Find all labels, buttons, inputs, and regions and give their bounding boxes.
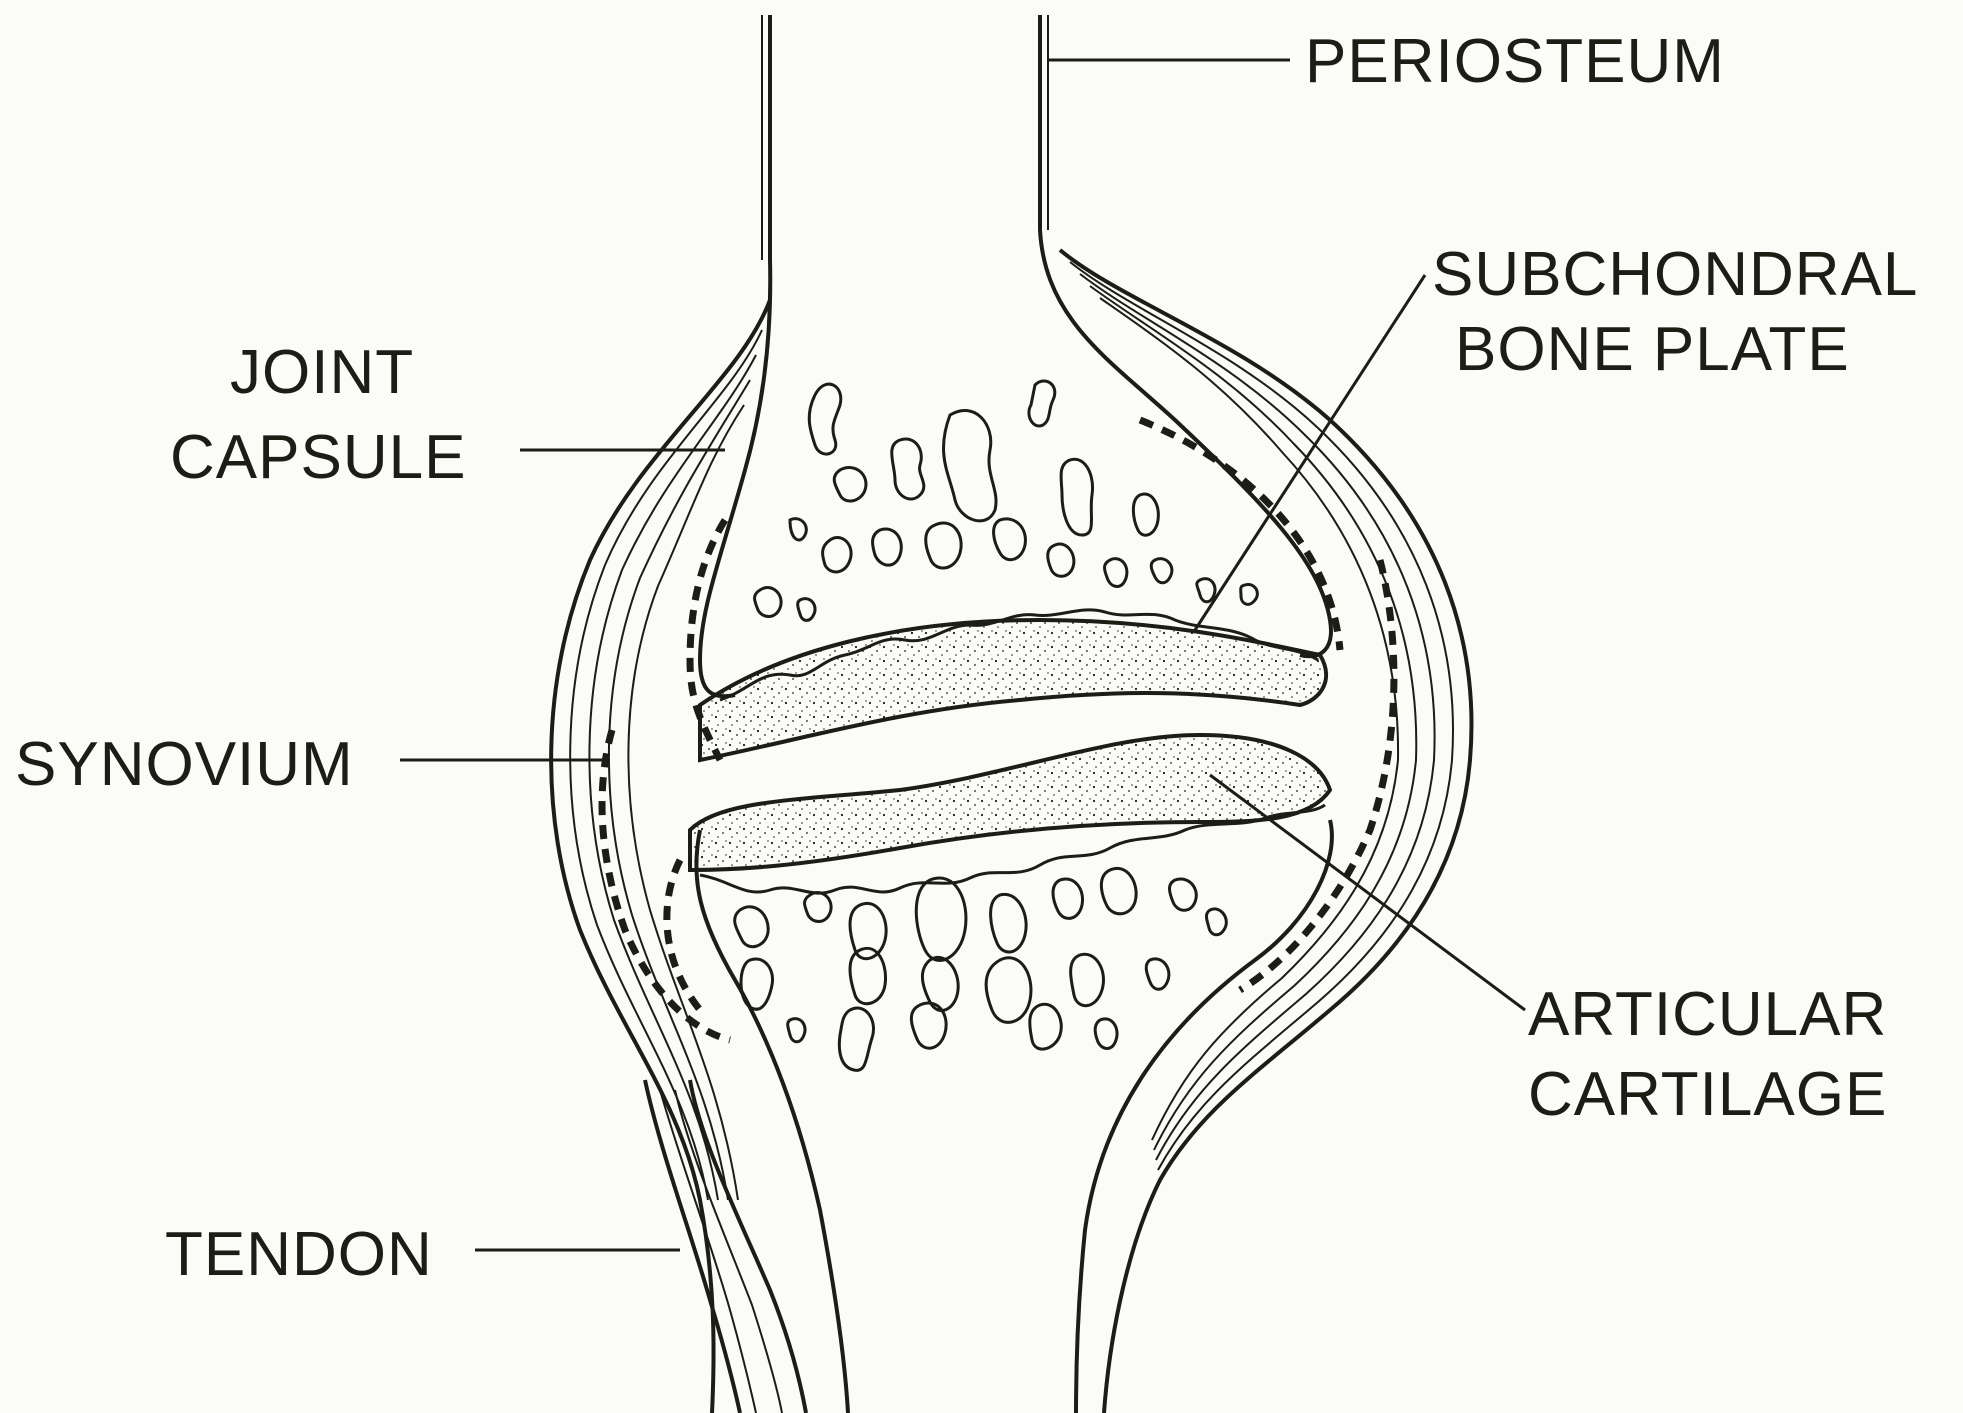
label-subchondral-line2: BONE PLATE	[1455, 315, 1850, 384]
label-synovium: SYNOVIUM	[15, 730, 354, 799]
leader-subchondral	[1195, 275, 1425, 630]
label-subchondral-line1: SUBCHONDRAL	[1432, 240, 1918, 309]
label-periosteum: PERIOSTEUM	[1305, 27, 1725, 96]
upper-bone	[700, 15, 1331, 696]
lower-cartilage	[690, 735, 1330, 870]
label-articular-line2: CARTILAGE	[1528, 1060, 1887, 1129]
label-joint-capsule-line1: JOINT	[230, 338, 414, 407]
trabecular-spaces-lower	[735, 868, 1227, 1070]
label-joint-capsule-line2: CAPSULE	[170, 423, 466, 492]
label-articular-line1: ARTICULAR	[1528, 980, 1887, 1049]
label-tendon: TENDON	[165, 1220, 433, 1289]
joint-capsule-right	[1060, 250, 1471, 1413]
lower-bone	[696, 820, 1332, 1413]
tendon	[645, 1080, 806, 1413]
trabecular-spaces-upper	[755, 381, 1258, 620]
